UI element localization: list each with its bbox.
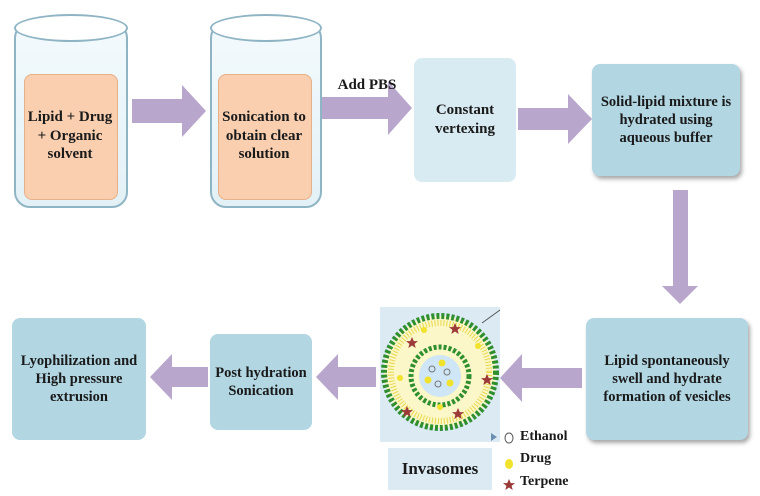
step-swell: Lipid spontaneously swell and hydrate fo… [603,352,731,406]
terpene-icon [406,337,418,348]
step-hydration-box [592,64,740,176]
legend-terpene-label: Terpene [520,474,569,489]
terpene-icon [452,408,464,419]
step-post-hydration: Post hydration Sonication [215,364,307,399]
beaker-1-rim [14,14,128,42]
drug-icon [421,327,427,333]
drug-icon [446,379,454,387]
beaker-1-liquid [24,74,118,200]
arrow-left-1 [500,354,582,402]
step-hydration: Solid-lipid mixture is hydrated using aq… [600,93,732,147]
bilayer-drugs [397,327,481,410]
pointer-line [481,309,501,324]
invasome-title-box [388,448,492,490]
arrow-down [662,190,698,304]
step-lyophilization: Lyophilization and High pressure extrusi… [20,352,138,406]
drug-icon [397,375,403,381]
step-lipid-drug-solvent: Lipid + Drug + Organic solvent [27,108,113,163]
invasome-title: Invasomes [401,459,479,479]
add-pbs-label: Add PBS [337,76,397,93]
arrow-left-2 [316,354,376,400]
terpene-icon [401,406,413,417]
legend-drug-icon [505,459,513,469]
arrow-right-3 [518,94,592,144]
legend-drug-label: Drug [520,451,552,466]
step-swell-box [586,318,748,440]
drug-icon [438,359,446,367]
terpene-icon [449,323,461,334]
arrow-left-3 [150,354,208,400]
drug-icon [475,343,481,349]
drug-icon [424,376,432,384]
legend-ethanol-icon [504,432,514,444]
legend-terpene-icon [503,479,515,490]
arrow-right-2 [322,81,412,135]
step-vortexing: Constant vertexing [435,102,495,137]
step-sonication: Sonication to obtain clear solution [222,108,306,163]
vesicle-aqueous-core [419,355,461,397]
legend-ethanol-label: Ethanol [520,429,568,444]
beaker-2-rim [210,14,322,42]
drug-icon [437,404,443,410]
legend-pointer-icon [491,433,497,441]
step-post-hydration-box [210,334,312,430]
ethanol-icon [443,368,451,376]
ethanol-icon [428,365,436,373]
terpene-stars [401,323,493,419]
beaker-2-liquid [218,74,312,200]
arrow-right-1 [132,85,206,137]
step-lyophilization-box [12,318,146,440]
ethanol-icon [434,380,442,388]
terpene-icon [481,374,493,385]
step-vortexing-box [414,58,516,182]
vesicle-lipid-tails [388,320,492,424]
